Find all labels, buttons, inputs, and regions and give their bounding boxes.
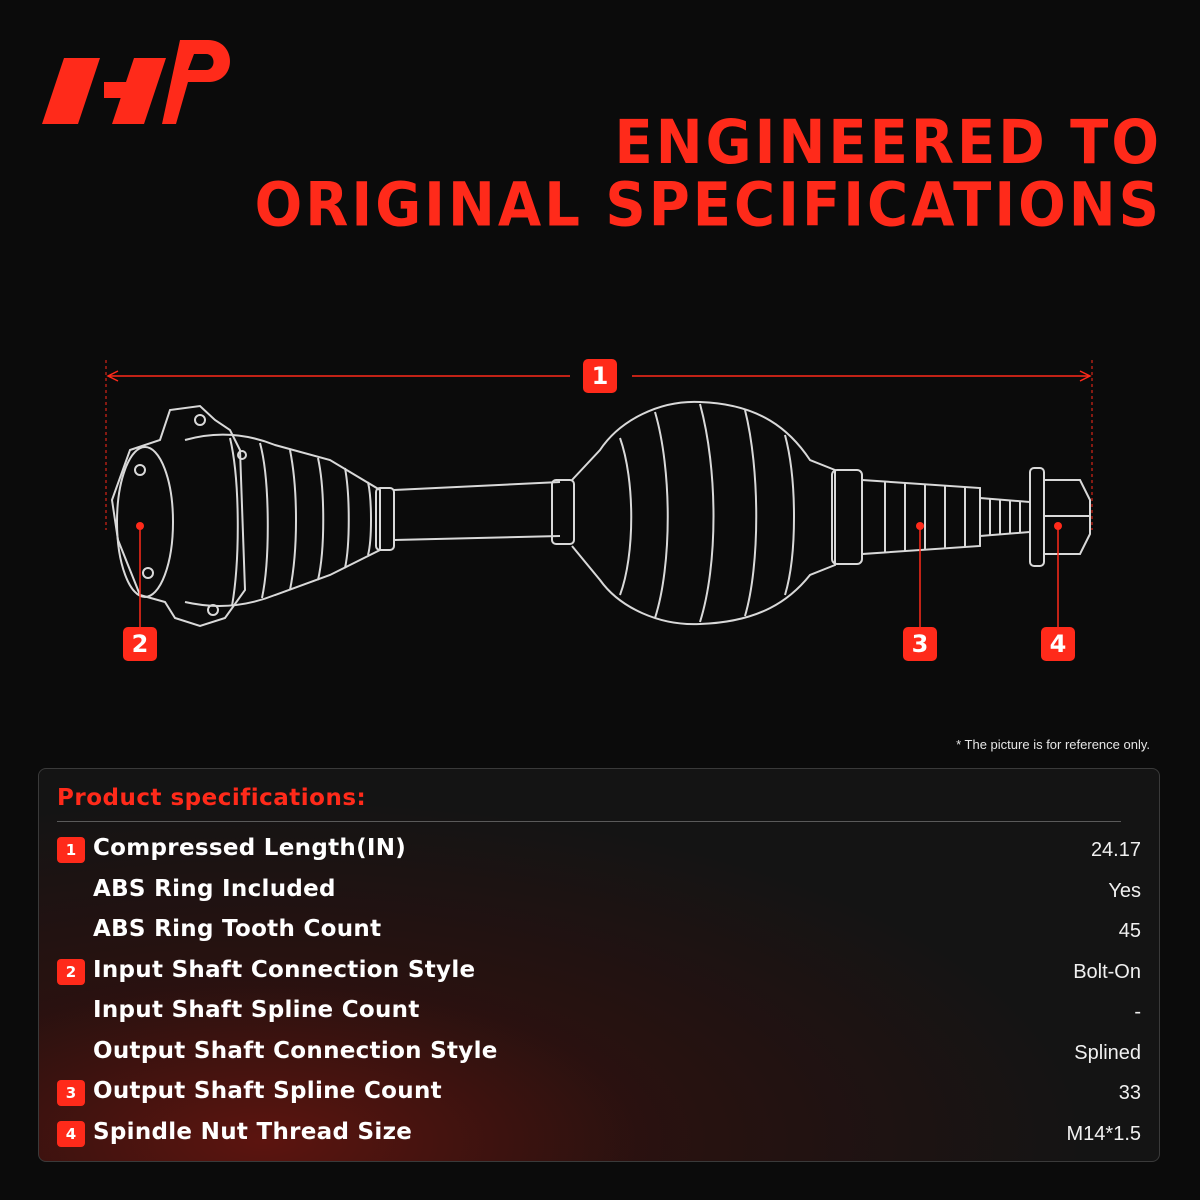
callout-3: 3	[903, 627, 937, 661]
specs-title: Product specifications:	[57, 785, 367, 811]
spec-value: Bolt-On	[1073, 960, 1141, 983]
spec-row: Input Shaft Spline Count -	[57, 991, 1141, 1032]
spec-value: M14*1.5	[1066, 1122, 1142, 1145]
spec-label: Input Shaft Spline Count	[93, 997, 420, 1023]
spec-value: Splined	[1074, 1041, 1141, 1064]
spec-row: ABS Ring Included Yes	[57, 870, 1141, 911]
page-title: ENGINEERED TO ORIGINAL SPECIFICATIONS	[254, 111, 1162, 241]
spec-value: Yes	[1108, 879, 1141, 902]
specs-divider	[57, 821, 1121, 822]
spec-badge: 2	[57, 958, 85, 985]
spec-label: Output Shaft Spline Count	[93, 1078, 442, 1104]
spec-label: Output Shaft Connection Style	[93, 1037, 498, 1064]
spec-value: 24.17	[1090, 839, 1141, 861]
spec-value: -	[1134, 1001, 1141, 1023]
callout-2: 2	[123, 627, 157, 661]
spec-row: 1 Compressed Length(IN) 24.17	[57, 829, 1141, 870]
spec-row: Output Shaft Connection Style Splined	[57, 1032, 1141, 1073]
title-line-1: ENGINEERED TO	[614, 107, 1162, 178]
title-line-2: ORIGINAL SPECIFICATIONS	[254, 170, 1162, 241]
reference-note: * The picture is for reference only.	[956, 737, 1150, 752]
brand-logo	[42, 40, 231, 124]
specs-panel: Product specifications: 1 Compressed Len…	[38, 768, 1160, 1162]
spec-row: 4 Spindle Nut Thread Size M14*1.5	[57, 1113, 1141, 1154]
spec-label: ABS Ring Included	[93, 875, 336, 902]
spec-label: ABS Ring Tooth Count	[93, 916, 382, 942]
spec-label: Spindle Nut Thread Size	[93, 1118, 413, 1145]
spec-value: 45	[1118, 920, 1141, 942]
callout-4: 4	[1041, 627, 1075, 661]
spec-badge: 1	[57, 837, 85, 863]
spec-row: 2 Input Shaft Connection Style Bolt-On	[57, 951, 1141, 992]
spec-label: Input Shaft Connection Style	[93, 956, 476, 983]
spec-row: ABS Ring Tooth Count 45	[57, 910, 1141, 951]
spec-badge: 4	[57, 1120, 85, 1147]
callout-1: 1	[583, 359, 617, 393]
cv-axle-diagram	[105, 360, 1093, 630]
specs-list: 1 Compressed Length(IN) 24.17 ABS Ring I…	[57, 829, 1141, 1153]
spec-value: 33	[1118, 1082, 1141, 1104]
spec-badge: 3	[57, 1080, 85, 1106]
spec-label: Compressed Length(IN)	[93, 835, 407, 861]
spec-row: 3 Output Shaft Spline Count 33	[57, 1072, 1141, 1113]
